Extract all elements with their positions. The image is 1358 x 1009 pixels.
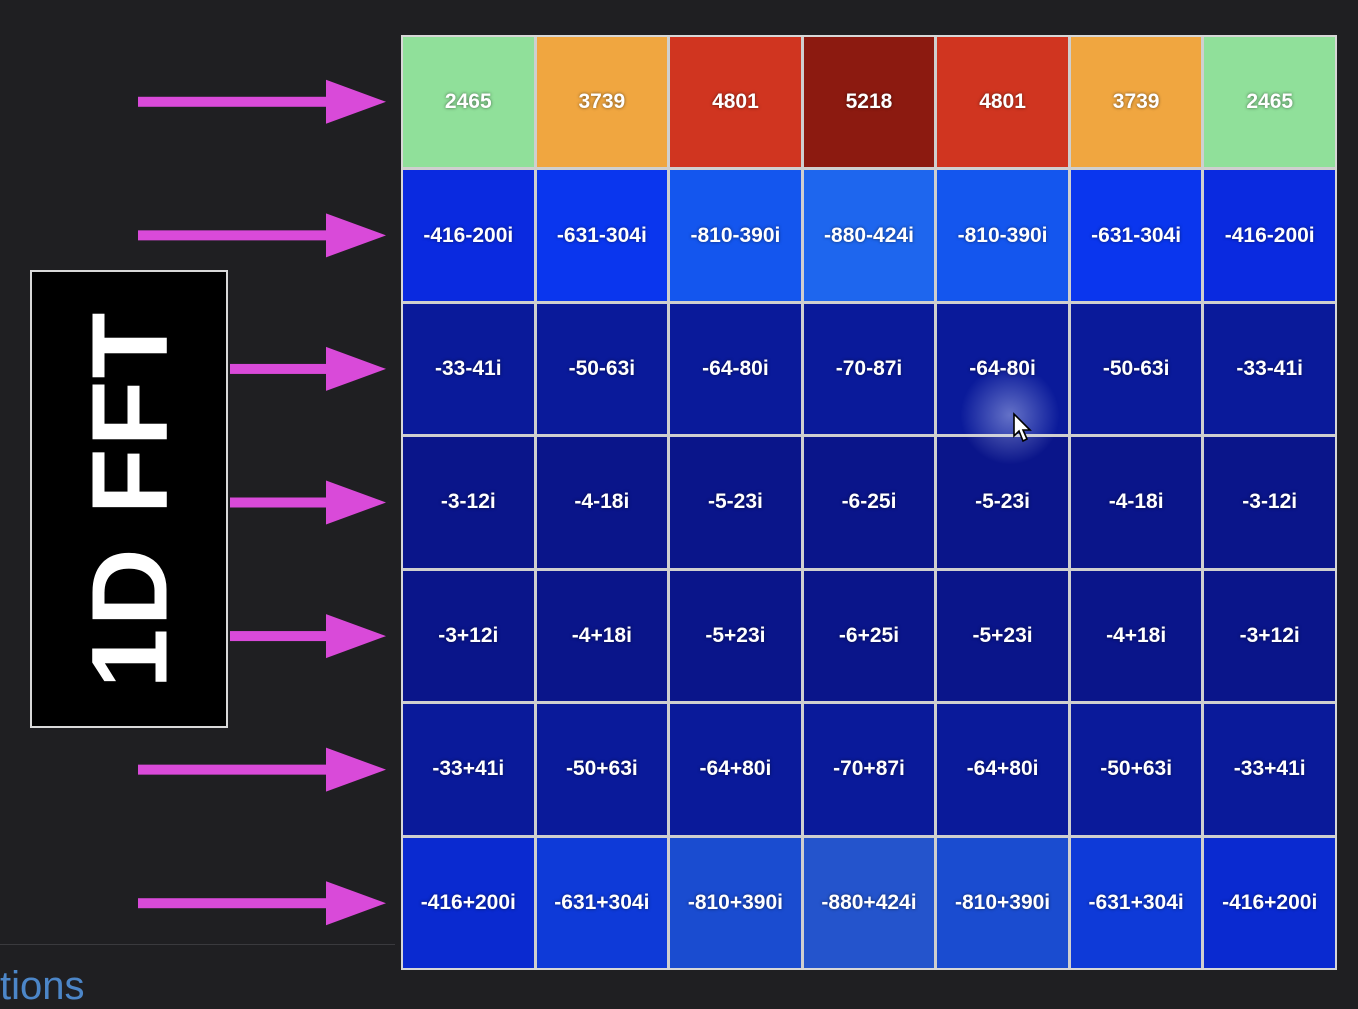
matrix-cell: -33-41i <box>403 303 534 435</box>
row-arrow-icon <box>138 747 386 792</box>
row-arrow-icon <box>138 881 386 926</box>
matrix-cell: -631-304i <box>1070 170 1202 301</box>
matrix-cell: -880+424i <box>803 837 935 968</box>
matrix-cell: -70-87i <box>803 303 935 435</box>
matrix-cell: -4-18i <box>1070 437 1202 568</box>
matrix-cell: -416-200i <box>403 170 534 301</box>
matrix-cell: 2465 <box>1204 37 1335 168</box>
matrix-cell: -631-304i <box>536 170 668 301</box>
matrix-cell: -3-12i <box>1204 437 1335 568</box>
matrix-cell: -631+304i <box>536 837 668 968</box>
matrix-cell: -5-23i <box>670 437 801 568</box>
matrix-cell: -416-200i <box>1204 170 1335 301</box>
matrix-cell: 2465 <box>403 37 534 168</box>
row-arrow-icon <box>230 480 386 525</box>
row-arrows <box>138 79 386 926</box>
matrix-cell: -5+23i <box>937 570 1068 702</box>
fft-label-box: 1D FFT <box>30 270 228 728</box>
matrix-cell: -33+41i <box>403 704 534 835</box>
matrix-cell: -6-25i <box>803 437 935 568</box>
matrix-cell: -33+41i <box>1204 704 1335 835</box>
matrix-cell: -880-424i <box>803 170 935 301</box>
matrix-cell: -810+390i <box>937 837 1068 968</box>
matrix-cell: -64-80i <box>670 303 801 435</box>
matrix-cell: -33-41i <box>1204 303 1335 435</box>
matrix-cell: -416+200i <box>1204 837 1335 968</box>
matrix-cell: -4+18i <box>1070 570 1202 702</box>
matrix-cell: -50-63i <box>1070 303 1202 435</box>
matrix-cell: -64+80i <box>937 704 1068 835</box>
matrix-cell: 3739 <box>536 37 668 168</box>
matrix-cell: -5-23i <box>937 437 1068 568</box>
matrix-cell: -5+23i <box>670 570 801 702</box>
cursor-highlight <box>960 365 1060 465</box>
matrix-cell: -4-18i <box>536 437 668 568</box>
matrix-cell: -631+304i <box>1070 837 1202 968</box>
matrix-cell: -70+87i <box>803 704 935 835</box>
matrix-cell: -810+390i <box>670 837 801 968</box>
divider <box>0 944 395 945</box>
fft-label: 1D FFT <box>68 310 190 688</box>
matrix-cell: -810-390i <box>670 170 801 301</box>
matrix-cell: -3+12i <box>403 570 534 702</box>
matrix-cell: 4801 <box>937 37 1068 168</box>
matrix-cell: -50+63i <box>536 704 668 835</box>
row-arrow-icon <box>230 614 386 659</box>
row-arrow-icon <box>230 346 386 391</box>
partial-caption: tions <box>0 964 85 1008</box>
matrix-cell: 5218 <box>803 37 935 168</box>
matrix-cell: -64+80i <box>670 704 801 835</box>
matrix-cell: -3-12i <box>403 437 534 568</box>
matrix-cell: -50-63i <box>536 303 668 435</box>
mouse-cursor-icon <box>1013 412 1032 443</box>
matrix-cell: -3+12i <box>1204 570 1335 702</box>
matrix-cell: -50+63i <box>1070 704 1202 835</box>
row-arrow-icon <box>138 79 386 124</box>
matrix-cell: 3739 <box>1070 37 1202 168</box>
matrix-cell: -64-80i <box>937 303 1068 435</box>
matrix-cell: -416+200i <box>403 837 534 968</box>
matrix-cell: -810-390i <box>937 170 1068 301</box>
matrix-cell: 4801 <box>670 37 801 168</box>
matrix-cell: -4+18i <box>536 570 668 702</box>
matrix-cell: -6+25i <box>803 570 935 702</box>
row-arrow-icon <box>138 213 386 258</box>
